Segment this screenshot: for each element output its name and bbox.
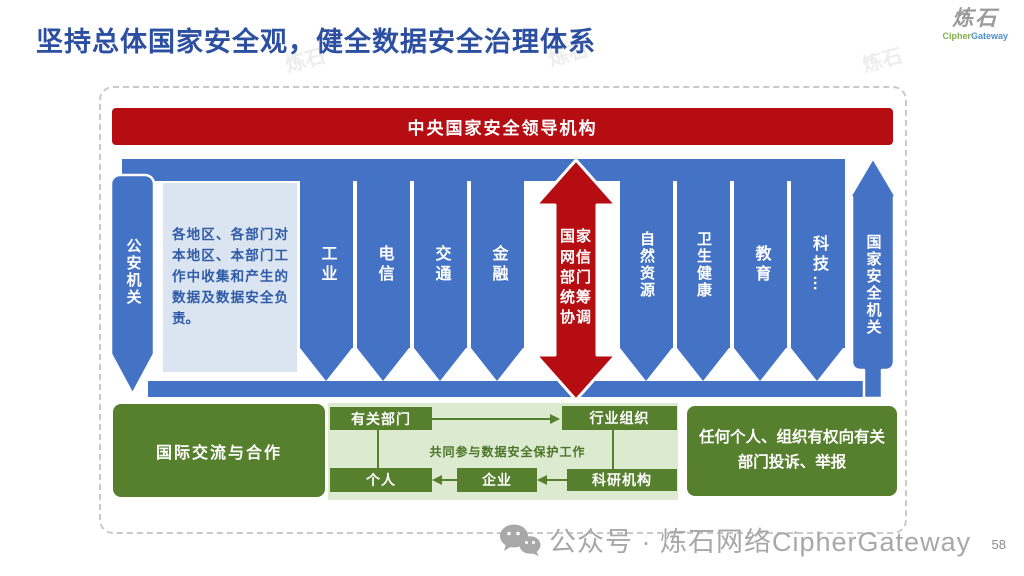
individual-box: 个人 <box>330 468 432 492</box>
research-box: 科研机构 <box>567 469 677 491</box>
page-title: 坚持总体国家安全观，健全数据安全治理体系 <box>36 27 596 57</box>
column-education: 教育 <box>734 181 787 381</box>
wechat-icon <box>500 524 541 556</box>
connector-line <box>440 479 457 481</box>
responsibility-info-box: 各地区、各部门对本地区、本部门工作中收集和产生的数据及数据安全负责。 <box>163 183 297 372</box>
column-education-label: 教育 <box>752 244 770 285</box>
brand-logo: 炼石 CipherGateway <box>942 8 1008 41</box>
column-transport: 交通 <box>414 181 467 381</box>
column-natural-resources-label: 自然资源 <box>638 230 655 299</box>
connector-line <box>612 430 614 469</box>
industry-org-box: 行业组织 <box>562 406 677 430</box>
column-health: 卫生健康 <box>677 181 730 381</box>
top-connector-bar <box>122 159 845 181</box>
column-telecom-label: 电信 <box>375 244 393 285</box>
participation-flow-panel: 有关部门 行业组织 个人 企业 科研机构 共同参与数据安全保护工作 <box>328 403 678 500</box>
column-natural-resources: 自然资源 <box>620 181 673 381</box>
column-transport-label: 交通 <box>432 244 450 285</box>
state-security-label: 国家安全机关 <box>864 234 882 336</box>
right-arrowhead-icon <box>550 414 560 424</box>
brand-logo-zh: 炼石 <box>952 7 999 30</box>
column-science-label: 科技… <box>810 234 827 295</box>
column-industry-label: 工业 <box>318 244 336 285</box>
central-leadership-banner: 中央国家安全领导机构 <box>112 108 893 145</box>
connector-line <box>547 479 567 481</box>
public-security-label-wrap: 公安机关 <box>110 192 156 352</box>
footer-watermark-text: 公众号 · 炼石网络CipherGateway <box>549 527 972 557</box>
bottom-connector-bar <box>148 381 882 397</box>
cac-coordination-label: 国家网信部门统筹协调 <box>559 228 592 327</box>
footer: 公众号 · 炼石网络CipherGateway 58 <box>0 514 1024 560</box>
column-finance: 金融 <box>471 181 524 381</box>
cac-coordination-double-arrow <box>534 158 618 402</box>
public-security-down-arrow <box>110 173 156 396</box>
column-science: 科技… <box>791 181 845 381</box>
enterprise-box: 企业 <box>457 468 537 492</box>
page-number: 58 <box>991 537 1006 552</box>
brand-logo-en: CipherGateway <box>942 32 1008 41</box>
left-arrowhead-icon <box>432 475 442 485</box>
left-arrowhead-icon <box>537 475 547 485</box>
brand-logo-gateway: Gateway <box>970 31 1008 41</box>
connector-line <box>377 430 379 468</box>
flow-caption: 共同参与数据安全保护工作 <box>429 445 586 459</box>
international-cooperation-box: 国际交流与合作 <box>113 404 325 497</box>
column-telecom: 电信 <box>357 181 410 381</box>
related-depts-box: 有关部门 <box>330 407 432 430</box>
state-security-label-wrap: 国家安全机关 <box>848 200 898 370</box>
state-security-up-arrow <box>848 156 898 400</box>
complaint-rights-box: 任何个人、组织有权向有关部门投诉、举报 <box>687 406 897 496</box>
cac-coordination-label-wrap: 国家网信部门统筹协调 <box>534 208 618 348</box>
column-health-label: 卫生健康 <box>695 230 712 299</box>
column-finance-label: 金融 <box>489 244 507 285</box>
brand-logo-cipher: Cipher <box>942 31 971 41</box>
column-industry: 工业 <box>300 181 353 381</box>
public-security-label: 公安机关 <box>124 238 142 306</box>
background-watermark: 炼石 <box>860 45 905 77</box>
responsibility-info-text: 各地区、各部门对本地区、本部门工作中收集和产生的数据及数据安全负责。 <box>172 227 288 326</box>
connector-line <box>432 418 550 420</box>
